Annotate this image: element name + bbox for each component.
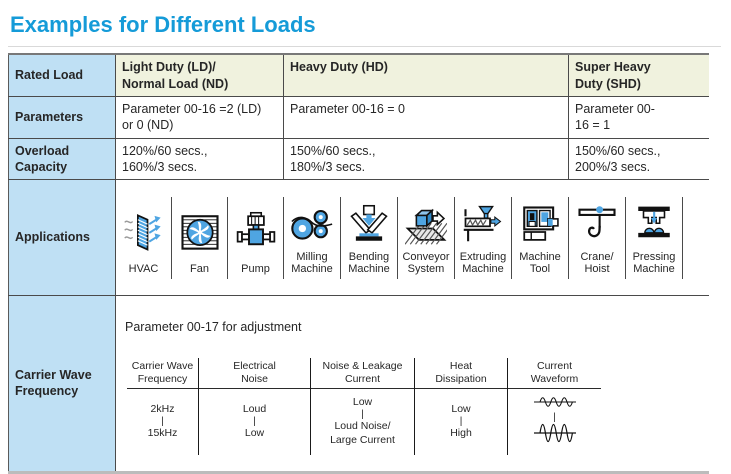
application-caption: Extruding Machine xyxy=(459,251,507,276)
application-caption: Fan xyxy=(190,263,209,276)
application-hvac: HVAC xyxy=(116,196,172,279)
range-separator: | xyxy=(361,409,364,421)
conveyor-system-icon xyxy=(405,200,447,252)
bending-machine-icon xyxy=(348,200,390,252)
loads-table: Rated Load Light Duty (LD)/ Normal Load … xyxy=(8,53,709,474)
page-title: Examples for Different Loads xyxy=(10,12,316,37)
large-wave-icon xyxy=(533,423,577,447)
application-caption: Milling Machine xyxy=(291,251,333,276)
parameters-super-heavy-duty-cell: Parameter 00- 16 = 1 xyxy=(568,96,709,139)
carrier-subcolumn-4: Current Waveform | xyxy=(508,358,601,455)
overload-super-heavy-duty-cell: 150%/60 secs., 200%/3 secs. xyxy=(568,138,709,181)
application-caption: Pressing Machine xyxy=(632,251,676,276)
application-fan: Fan xyxy=(172,196,228,279)
carrier-subcolumn-values: 2kHz|15kHz xyxy=(127,389,198,455)
extruding-machine-icon xyxy=(462,200,504,252)
application-conveyor-system: Conveyor System xyxy=(398,196,455,279)
parameters-light-duty-cell: Parameter 00-16 =2 (LD) or 0 (ND) xyxy=(115,96,284,139)
application-pressing-machine: Pressing Machine xyxy=(626,196,683,279)
milling-machine-icon xyxy=(291,200,333,252)
application-caption: Bending Machine xyxy=(348,251,390,276)
carrier-subcolumn-header: Noise & Leakage Current xyxy=(311,358,414,389)
rated-load-super-heavy-duty-cell: Super Heavy Duty (SHD) xyxy=(568,54,709,97)
application-caption: Pump xyxy=(241,263,270,276)
parameters-row-label: Parameters xyxy=(8,96,116,139)
parameters-heavy-duty-cell: Parameter 00-16 = 0 xyxy=(283,96,569,139)
small-wave-icon xyxy=(533,396,577,412)
carrier-subcolumn-values: Low|Loud Noise/ Large Current xyxy=(311,389,414,455)
rated-load-row: Rated Load Light Duty (LD)/ Normal Load … xyxy=(8,54,709,97)
fan-icon xyxy=(179,200,221,264)
rated-load-row-label: Rated Load xyxy=(8,54,116,97)
carrier-value: Low xyxy=(244,427,265,440)
applications-strip-filler xyxy=(683,197,709,279)
carrier-value: Low xyxy=(352,396,373,409)
application-extruding-machine: Extruding Machine xyxy=(455,196,512,279)
applications-row: Applications HVAC Fan Pump xyxy=(8,179,709,296)
parameters-row: Parameters Parameter 00-16 =2 (LD) or 0 … xyxy=(8,96,709,139)
application-caption: HVAC xyxy=(128,263,159,276)
application-caption: Machine Tool xyxy=(519,251,561,276)
application-milling-machine: Milling Machine xyxy=(284,196,341,279)
carrier-subcolumn-values: Low|High xyxy=(415,389,507,455)
overload-capacity-row: Overload Capacity 120%/60 secs., 160%/3 … xyxy=(8,138,709,181)
range-separator: | xyxy=(553,412,556,424)
application-caption: Crane/ Hoist xyxy=(580,251,614,276)
carrier-subcolumn-values: | xyxy=(508,389,601,455)
applications-strip: HVAC Fan Pump Milling Machine xyxy=(116,196,709,279)
carrier-adjustment-note: Parameter 00-17 for adjustment xyxy=(125,320,302,335)
carrier-wave-row-label: Carrier Wave Frequency xyxy=(8,295,116,473)
crane-hoist-icon xyxy=(576,200,618,252)
carrier-subcolumn-header: Carrier Wave Frequency xyxy=(127,358,198,389)
title-rule xyxy=(8,46,721,48)
carrier-wave-row: Carrier Wave Frequency Parameter 00-17 f… xyxy=(8,295,709,473)
pressing-machine-icon xyxy=(633,200,675,252)
overload-light-duty-cell: 120%/60 secs., 160%/3 secs. xyxy=(115,138,284,181)
application-bending-machine: Bending Machine xyxy=(341,196,398,279)
carrier-subcolumn-values: Loud|Low xyxy=(199,389,310,455)
carrier-value: Loud Noise/ Large Current xyxy=(330,420,395,446)
overload-heavy-duty-cell: 150%/60 secs., 180%/3 secs. xyxy=(283,138,569,181)
machine-tool-icon xyxy=(519,200,561,252)
pump-icon xyxy=(235,200,277,264)
applications-row-label: Applications xyxy=(8,179,116,296)
application-pump: Pump xyxy=(228,196,284,279)
application-machine-tool: Machine Tool xyxy=(512,196,569,279)
application-crane-hoist: Crane/ Hoist xyxy=(569,196,626,279)
carrier-subcolumn-header: Heat Dissipation xyxy=(415,358,507,389)
rated-load-heavy-duty-cell: Heavy Duty (HD) xyxy=(283,54,569,97)
range-separator: | xyxy=(253,416,256,428)
carrier-wave-cell: Parameter 00-17 for adjustment Carrier W… xyxy=(115,295,709,473)
rated-load-light-duty-cell: Light Duty (LD)/ Normal Load (ND) xyxy=(115,54,284,97)
range-separator: | xyxy=(161,416,164,428)
applications-cells: HVAC Fan Pump Milling Machine xyxy=(115,179,709,296)
range-separator: | xyxy=(459,416,463,428)
carrier-subcolumn-header: Current Waveform xyxy=(508,358,601,389)
carrier-subcolumn-header: Electrical Noise xyxy=(199,358,310,389)
overload-capacity-row-label: Overload Capacity xyxy=(8,138,116,181)
application-caption: Conveyor System xyxy=(402,251,450,276)
hvac-icon xyxy=(123,200,165,264)
carrier-value: High xyxy=(450,427,472,440)
carrier-value: 15kHz xyxy=(147,427,178,440)
